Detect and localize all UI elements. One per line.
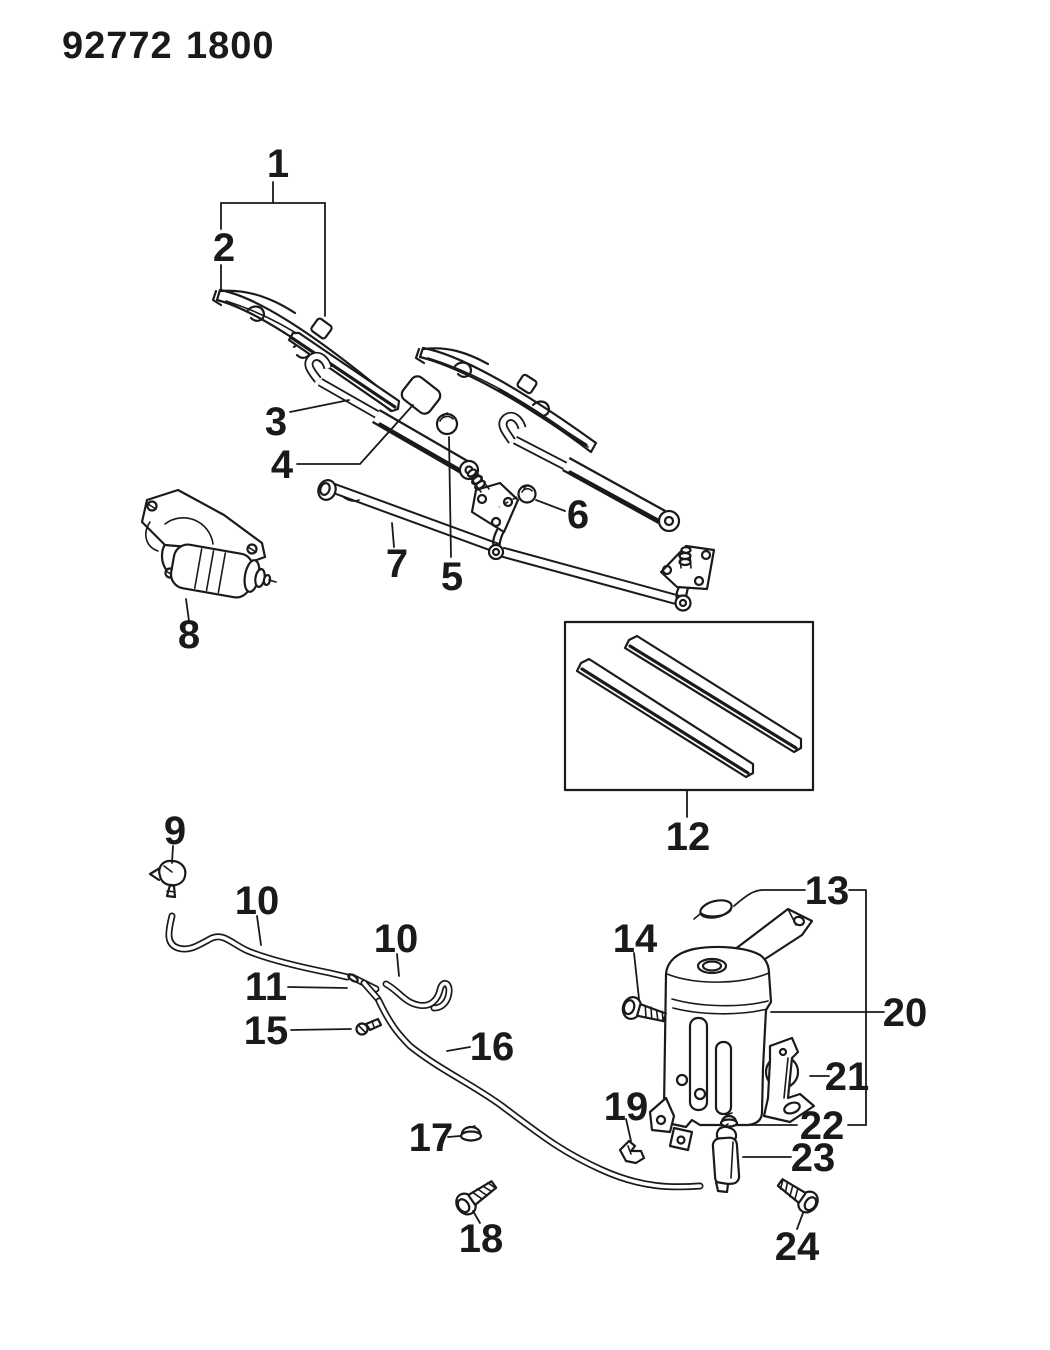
leader-17 <box>447 1135 461 1138</box>
callout-19: 19 <box>604 1085 649 1129</box>
washer-pump <box>711 1123 741 1194</box>
callout-10b: 10 <box>374 917 419 961</box>
callout-3: 3 <box>265 400 287 444</box>
leader-16 <box>446 1046 471 1052</box>
grommet-22 <box>719 1112 739 1128</box>
callout-15: 15 <box>244 1009 289 1053</box>
blade-left-adapter-knob <box>310 317 333 340</box>
leader-10a <box>256 915 262 946</box>
callout-labels: 1 2 3 4 5 6 7 8 9 10 10 11 12 13 14 15 1… <box>164 142 927 1269</box>
leader-15 <box>290 1028 352 1031</box>
hose-connector <box>347 973 382 1003</box>
nut-6 <box>498 484 537 508</box>
callout-23: 23 <box>791 1136 836 1180</box>
page-code-left: 92772 <box>62 25 173 67</box>
callout-16: 16 <box>470 1025 515 1069</box>
leader-13 <box>733 889 806 907</box>
linkage-rod-left <box>317 479 499 554</box>
linkage-rod-right <box>500 546 680 606</box>
washer-hose-right <box>382 980 453 1012</box>
reservoir-cap <box>693 899 733 920</box>
callout-8: 8 <box>178 613 200 657</box>
callout-18: 18 <box>459 1217 504 1261</box>
leader-3 <box>289 399 350 413</box>
callout-9: 9 <box>164 809 186 853</box>
screw-24 <box>776 1178 819 1214</box>
callout-2: 2 <box>213 226 235 270</box>
callout-1: 1 <box>267 142 289 186</box>
washer-reservoir <box>648 907 814 1152</box>
wiper-arm-left <box>304 351 480 481</box>
leader-9 <box>171 845 174 864</box>
callout-24: 24 <box>775 1225 820 1269</box>
callout-14: 14 <box>613 917 658 961</box>
callout-6: 6 <box>567 493 589 537</box>
washer-nozzle <box>148 859 187 899</box>
refill-kit-box <box>563 620 815 792</box>
callout-20: 20 <box>883 991 928 1035</box>
pivot-assembly-right <box>659 544 716 612</box>
leader-lines <box>171 399 885 1230</box>
grommet-17 <box>459 1125 483 1142</box>
leader-5 <box>448 436 452 558</box>
callout-10a: 10 <box>235 879 280 923</box>
leader-24 <box>796 1212 804 1230</box>
callout-13: 13 <box>805 869 850 913</box>
blade-right-adapter-knob <box>516 373 538 395</box>
clip-19 <box>618 1139 646 1165</box>
bracket-21 <box>762 1036 816 1124</box>
hose-clip-15 <box>355 1017 383 1036</box>
page-code-right: 1800 <box>186 25 275 67</box>
wiper-blade-right <box>414 346 598 454</box>
callout-11: 11 <box>245 965 287 1009</box>
callout-22: 22 <box>800 1104 845 1148</box>
callout-21: 21 <box>825 1055 870 1099</box>
wiper-arm-right <box>498 411 681 533</box>
washer-hose-main <box>375 997 704 1191</box>
bracket-1-2 <box>220 181 326 317</box>
callout-12: 12 <box>666 815 711 859</box>
wiper-blade-left <box>211 288 401 413</box>
screw-18 <box>455 1180 498 1216</box>
leader-18 <box>472 1210 481 1224</box>
cap-nut-5 <box>435 412 459 436</box>
callout-4: 4 <box>271 443 294 487</box>
callout-17: 17 <box>409 1116 454 1160</box>
leader-8 <box>185 598 190 622</box>
screw-14 <box>621 996 667 1023</box>
leader-7 <box>391 522 395 548</box>
callout-5: 5 <box>441 555 463 599</box>
leader-10b <box>396 953 400 977</box>
leader-19 <box>625 1118 632 1142</box>
bracket-13-22 <box>848 889 867 1126</box>
refill-box-border <box>563 620 815 792</box>
wiper-motor <box>140 488 277 599</box>
leader-6 <box>535 499 566 512</box>
washer-hose-left <box>165 912 351 981</box>
pivot-assembly-center <box>466 468 520 561</box>
leader-11 <box>287 986 348 989</box>
reservoir-body <box>662 945 773 1129</box>
pivot-cap <box>400 375 442 415</box>
leader-4 <box>296 404 414 465</box>
leader-14 <box>633 952 640 1000</box>
callout-7: 7 <box>386 542 408 586</box>
